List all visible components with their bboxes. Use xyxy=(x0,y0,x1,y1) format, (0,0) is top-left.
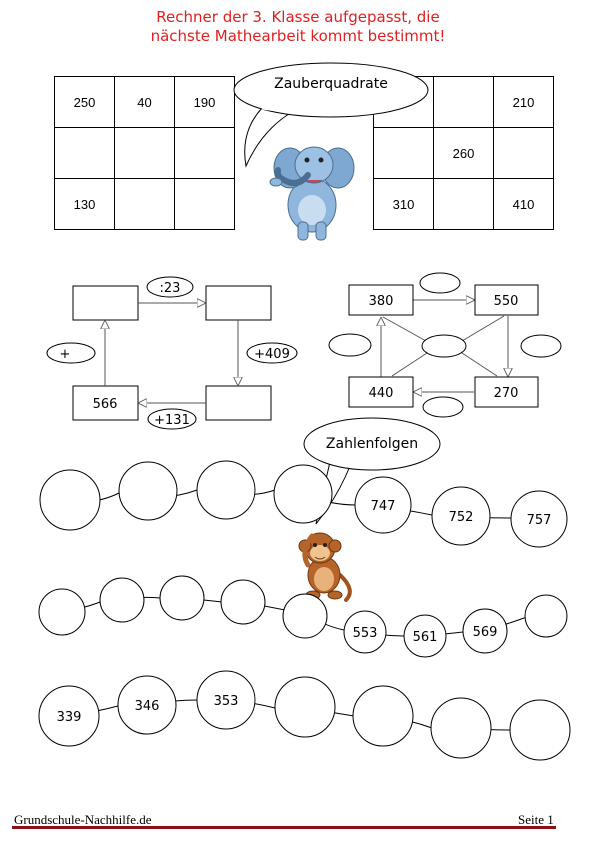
sequence-3-value: 353 xyxy=(214,694,239,709)
title-line-1: Rechner der 3. Klasse aufgepasst, die xyxy=(156,8,440,26)
sequence-3-circle[interactable] xyxy=(117,675,177,735)
elephant-icon xyxy=(269,146,355,241)
sequence-2-circle[interactable] xyxy=(343,610,387,654)
puzzle2-box-bottom-left[interactable] xyxy=(348,376,414,408)
zahlenfolgen-label: Zahlenfolgen xyxy=(326,436,418,452)
puzzle2-diag-1 xyxy=(382,316,427,342)
puzzle2-oval-left[interactable] xyxy=(328,333,372,357)
footer-site-link[interactable]: Grundschule-Nachhilfe.de xyxy=(14,812,152,827)
monkey-icon xyxy=(298,532,352,602)
puzzle1-op-right xyxy=(246,342,298,364)
magic-right-cell[interactable]: 210 xyxy=(493,76,554,128)
puzzle2-value-top-left: 380 xyxy=(369,294,394,309)
sequence-3-circle[interactable] xyxy=(352,685,414,747)
sequence-2-circle[interactable] xyxy=(99,577,145,623)
zauberquadrate-speech-bubble: Zauberquadrate xyxy=(233,62,429,168)
puzzle2-value-bottom-right: 270 xyxy=(494,386,519,401)
sequence-2-circle[interactable] xyxy=(462,608,508,654)
sequence-1-circle[interactable] xyxy=(118,461,178,521)
sequence-3-circle[interactable] xyxy=(509,699,571,761)
puzzle2-diag-3 xyxy=(391,352,428,377)
puzzle1-op-left xyxy=(46,342,96,364)
sequence-3-circle[interactable] xyxy=(38,685,100,747)
arrow-puzzle-1: 566 :23 +409 +131 + xyxy=(46,276,298,430)
sequence-2-value: 569 xyxy=(473,625,498,640)
puzzle1-op-top-label: :23 xyxy=(160,281,181,296)
sequence-3-circle[interactable] xyxy=(274,676,336,738)
magic-right-cell[interactable]: 410 xyxy=(493,178,554,230)
puzzle2-value-top-right: 550 xyxy=(494,294,519,309)
sequence-row-3: 339 346 353 xyxy=(38,670,571,761)
sequence-1-value: 747 xyxy=(371,499,396,514)
puzzle1-op-bottom xyxy=(147,408,197,430)
sequence-2-value: 561 xyxy=(413,630,438,645)
sequence-2-value: 553 xyxy=(353,626,378,641)
magic-right-cell[interactable] xyxy=(433,178,494,230)
magic-left-cell[interactable]: 190 xyxy=(174,76,235,128)
magic-left-cell[interactable] xyxy=(174,127,235,179)
sequence-1-circle[interactable] xyxy=(39,469,101,531)
sequence-row-2: 553 561 569 xyxy=(38,575,568,658)
puzzle1-op-right-label: +409 xyxy=(254,347,290,362)
sequence-1-circle[interactable] xyxy=(510,490,568,548)
puzzle2-oval-center[interactable] xyxy=(421,334,467,358)
puzzle2-oval-right[interactable] xyxy=(520,334,562,358)
puzzle1-box-top-right[interactable] xyxy=(205,285,272,321)
arrow-puzzle-2: 380 550 440 270 xyxy=(328,272,562,418)
magic-right-cell[interactable] xyxy=(433,76,494,128)
sequence-row-1: 747 752 757 xyxy=(39,460,568,548)
sequence-3-circle[interactable] xyxy=(196,670,256,730)
puzzle2-box-bottom-right[interactable] xyxy=(474,376,539,408)
magic-right-cell[interactable]: 310 xyxy=(373,178,434,230)
puzzle1-value-bottom-left: 566 xyxy=(93,397,118,412)
magic-left-cell[interactable]: 250 xyxy=(54,76,115,128)
sequence-2-circle[interactable] xyxy=(282,593,328,639)
sequence-1-circle[interactable] xyxy=(431,486,491,546)
puzzle1-op-bottom-label: +131 xyxy=(154,413,190,428)
footer-page-number: Seite 1 xyxy=(518,812,554,827)
puzzle1-op-left-label: + xyxy=(60,347,71,362)
zauberquadrate-label: Zauberquadrate xyxy=(274,76,388,92)
magic-left-cell[interactable] xyxy=(174,178,235,230)
title-line-2: nächste Mathearbeit kommt bestimmt! xyxy=(150,27,446,45)
sequence-3-value: 346 xyxy=(135,699,160,714)
sequence-3-value: 339 xyxy=(57,710,82,725)
sequence-1-circle[interactable] xyxy=(196,460,256,520)
magic-left-cell[interactable]: 130 xyxy=(54,178,115,230)
sequence-3-circle[interactable] xyxy=(430,697,492,759)
puzzle2-oval-top[interactable] xyxy=(419,272,461,294)
sequence-2-circle[interactable] xyxy=(403,614,447,658)
puzzle2-box-top-right[interactable] xyxy=(474,284,539,316)
magic-right-cell[interactable]: 260 xyxy=(433,127,494,179)
sequence-1-circle[interactable] xyxy=(354,476,412,534)
sequence-1-circle[interactable] xyxy=(273,464,333,524)
puzzle1-box-bottom-right[interactable] xyxy=(205,385,272,421)
sequence-2-circle[interactable] xyxy=(38,588,86,636)
magic-right-cell[interactable] xyxy=(493,127,554,179)
zahlenfolgen-speech-bubble: Zahlenfolgen xyxy=(303,417,441,525)
sequence-1-value: 752 xyxy=(449,510,474,525)
sequence-1-value: 757 xyxy=(527,513,552,528)
puzzle2-diag-4 xyxy=(461,352,498,377)
puzzle2-diag-2 xyxy=(461,315,505,342)
magic-square-left: 250 40 190 130 xyxy=(54,76,235,230)
puzzle1-op-top xyxy=(146,276,194,298)
sequence-2-circle[interactable] xyxy=(524,594,568,638)
sequence-2-circle[interactable] xyxy=(159,575,205,621)
puzzle2-value-bottom-left: 440 xyxy=(369,386,394,401)
sequence-2-circle[interactable] xyxy=(220,579,266,625)
puzzle2-oval-bottom[interactable] xyxy=(422,396,464,418)
puzzle2-box-top-left[interactable] xyxy=(348,284,414,316)
puzzle1-box-top-left[interactable] xyxy=(72,285,139,321)
footer-divider xyxy=(12,826,556,829)
page-title: Rechner der 3. Klasse aufgepasst, die nä… xyxy=(0,8,596,46)
